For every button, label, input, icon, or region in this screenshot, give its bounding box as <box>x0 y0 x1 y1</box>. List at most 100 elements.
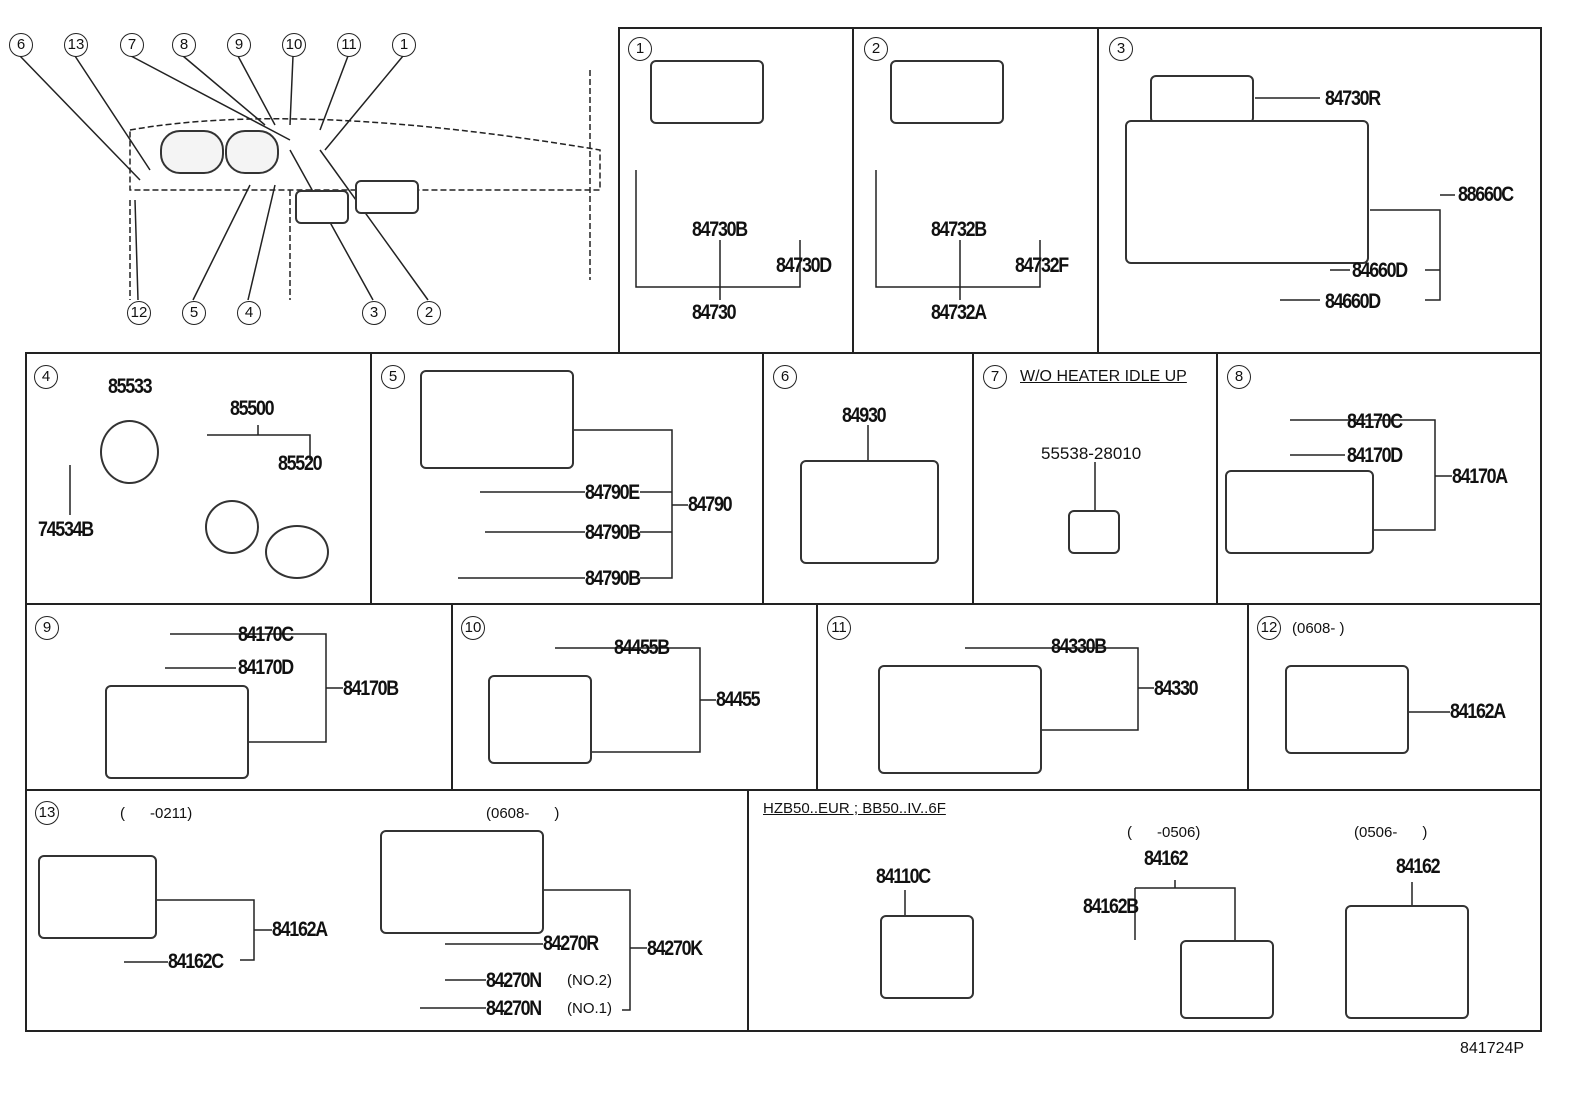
part-label: 84790 <box>688 493 733 516</box>
part-label: 85533 <box>108 375 153 398</box>
heater-control-sketch <box>1125 120 1369 264</box>
callout-8: 8 <box>172 33 196 57</box>
vent-sketch <box>355 180 419 214</box>
part-label: 84270R <box>543 932 599 955</box>
panel-14 <box>747 789 1542 1032</box>
panel-number: 11 <box>827 616 851 640</box>
switch-sketch <box>1225 470 1374 554</box>
connector-sketch <box>650 60 764 124</box>
callout-7: 7 <box>120 33 144 57</box>
part-label: 84162A <box>272 918 328 941</box>
part-label: 84660D <box>1325 290 1381 313</box>
gauge-cluster-sketch <box>225 130 279 174</box>
part-label: 74534B <box>38 518 94 541</box>
part-label: 84110C <box>876 865 931 888</box>
part-note: (NO.1) <box>567 1000 612 1017</box>
callout-1: 1 <box>392 33 416 57</box>
part-label: 84660D <box>1352 259 1408 282</box>
part-label: 84170D <box>238 656 294 679</box>
panel-number: 8 <box>1227 365 1251 389</box>
part-label: 84162B <box>1083 895 1139 918</box>
switch-sketch <box>38 855 157 939</box>
part-label: 84455 <box>716 688 761 711</box>
part-label: 84162C <box>168 950 224 973</box>
part-label: 84930 <box>842 404 887 427</box>
callout-5: 5 <box>182 301 206 325</box>
part-label: 84270K <box>647 937 703 960</box>
part-note: (NO.2) <box>567 972 612 989</box>
part-label: 84330B <box>1051 635 1107 658</box>
date-range: (0608- ) <box>486 805 560 822</box>
callout-3: 3 <box>362 301 386 325</box>
switch-sketch <box>800 460 939 564</box>
callout-12: 12 <box>127 301 151 325</box>
part-label: 88660C <box>1458 183 1514 206</box>
panel-number: 7 <box>983 365 1007 389</box>
panel-number: 3 <box>1109 37 1133 61</box>
part-label: 84790B <box>585 567 641 590</box>
part-label: 55538-28010 <box>1041 444 1142 463</box>
switch-sketch <box>880 915 974 999</box>
part-label: 84162 <box>1396 855 1441 878</box>
panel-number: 4 <box>34 365 58 389</box>
part-label: 84270N <box>486 997 542 1020</box>
panel-number: 2 <box>864 37 888 61</box>
part-label: 84730D <box>776 254 832 277</box>
part-label: 84790B <box>585 521 641 544</box>
diagram-code: 841724P <box>1460 1040 1525 1057</box>
panel-number: 12 <box>1257 616 1281 640</box>
callout-4: 4 <box>237 301 261 325</box>
switch-sketch <box>380 830 544 934</box>
date-range: (0608- ) <box>1292 620 1345 637</box>
panel-7 <box>972 352 1218 605</box>
panel-number: 10 <box>461 616 485 640</box>
panel-number: 9 <box>35 616 59 640</box>
date-range: ( -0211) <box>120 805 193 822</box>
condition-note: W/O HEATER IDLE UP <box>1020 368 1187 385</box>
part-label: 84170A <box>1452 465 1508 488</box>
part-label: 84170C <box>238 623 294 646</box>
part-label: 84170B <box>343 677 399 700</box>
part-label: 84455B <box>614 636 670 659</box>
part-label: 84170C <box>1347 410 1403 433</box>
part-label: 84162A <box>1450 700 1506 723</box>
callout-9: 9 <box>227 33 251 57</box>
lighter-plug-sketch <box>265 525 329 579</box>
cap-sketch <box>1068 510 1120 554</box>
panel-number: 1 <box>628 37 652 61</box>
callout-6: 6 <box>9 33 33 57</box>
connector-sketch <box>1150 75 1254 124</box>
condition-note: HZB50..EUR ; BB50..IV..6F <box>763 800 946 817</box>
date-range: ( -0506) <box>1127 824 1201 841</box>
switch-sketch <box>1180 940 1274 1019</box>
lighter-socket-sketch <box>205 500 259 554</box>
radio-sketch <box>295 190 349 224</box>
switch-sketch <box>105 685 249 779</box>
panel-number: 6 <box>773 365 797 389</box>
callout-10: 10 <box>282 33 306 57</box>
switch-sketch <box>1345 905 1469 1019</box>
callout-2: 2 <box>417 301 441 325</box>
part-label: 84790E <box>585 481 640 504</box>
panel-number: 5 <box>381 365 405 389</box>
callout-11: 11 <box>337 33 361 57</box>
gauge-cluster-sketch <box>160 130 224 174</box>
part-label: 84730B <box>692 218 748 241</box>
part-label: 84330 <box>1154 677 1199 700</box>
switch-sketch <box>878 665 1042 774</box>
connector-sketch <box>890 60 1004 124</box>
switch-sketch <box>420 370 574 469</box>
callout-13: 13 <box>64 33 88 57</box>
date-range: (0506- ) <box>1354 824 1428 841</box>
part-label: 85500 <box>230 397 275 420</box>
part-label: 84732A <box>931 301 987 324</box>
part-label: 84170D <box>1347 444 1403 467</box>
part-label: 84730R <box>1325 87 1381 110</box>
switch-sketch <box>488 675 592 764</box>
part-label: 84270N <box>486 969 542 992</box>
part-label: 85520 <box>278 452 323 475</box>
lighter-knob-sketch <box>100 420 159 484</box>
part-label: 84732F <box>1015 254 1069 277</box>
part-label: 84732B <box>931 218 987 241</box>
